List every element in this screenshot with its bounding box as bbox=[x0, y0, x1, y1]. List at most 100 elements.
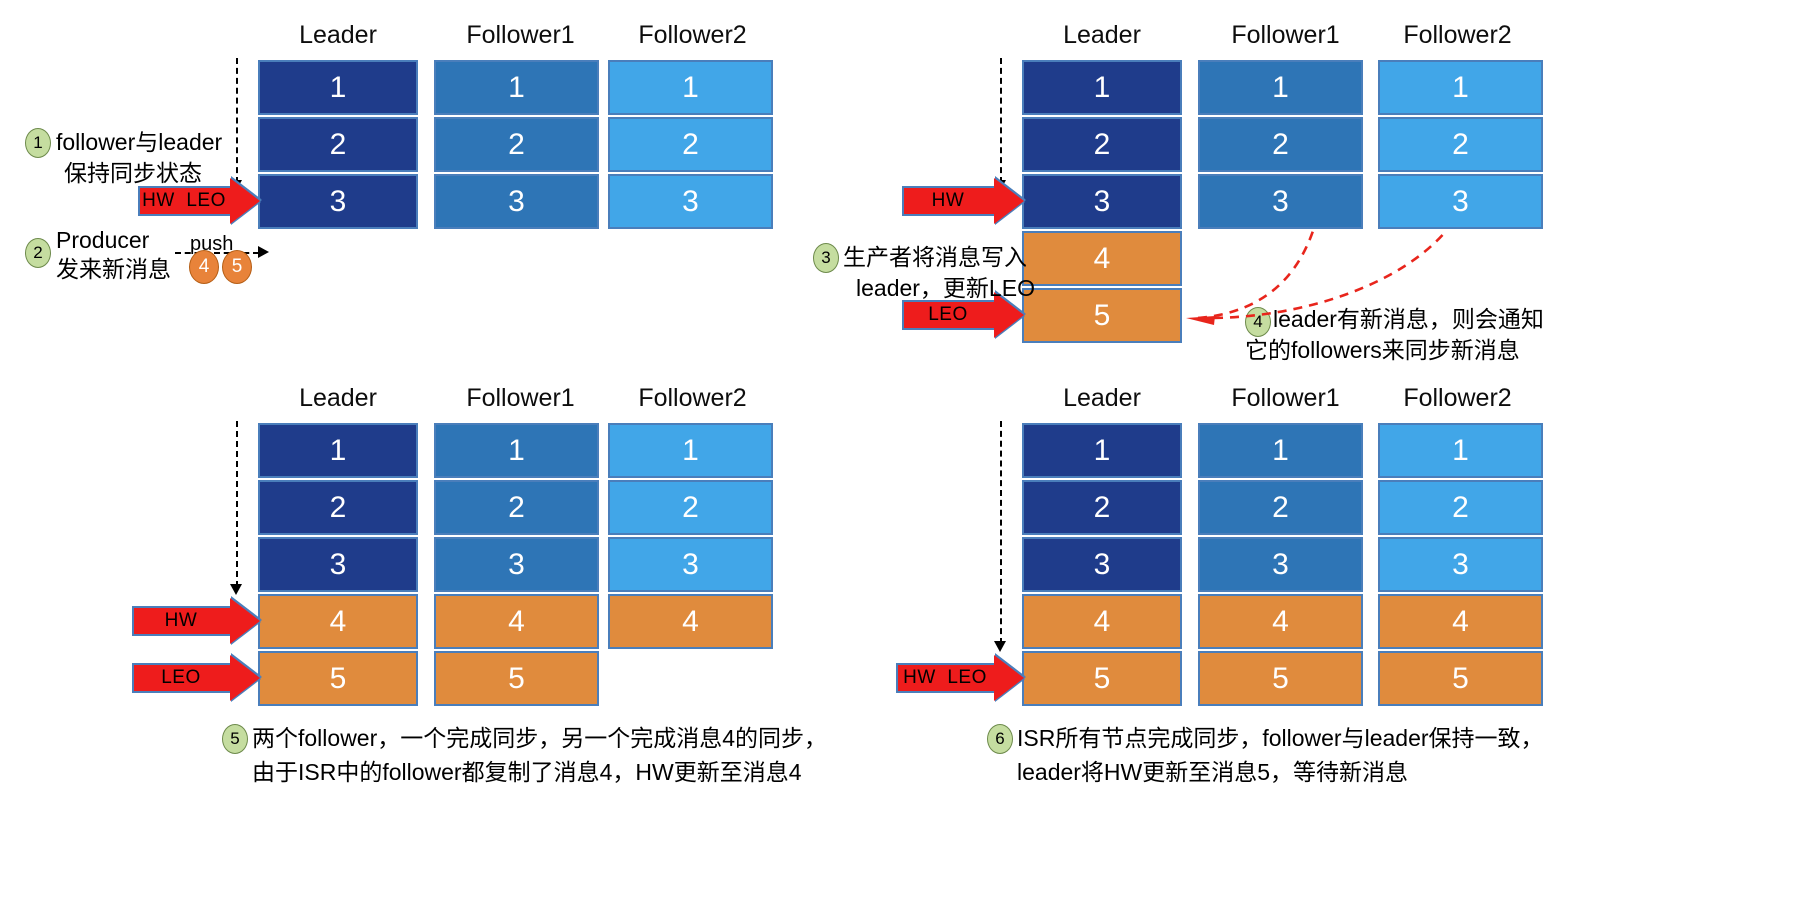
panel-2-step-3-line-1: 生产者将消息写入 bbox=[843, 244, 1027, 270]
panel-3-header-follower1: Follower1 bbox=[466, 384, 575, 412]
panel-2-header-leader: Leader bbox=[1063, 21, 1141, 49]
panel-2-follower2-cell-1: 1 bbox=[1378, 60, 1543, 115]
panel-3-follower2-cell-4: 4 bbox=[608, 594, 773, 649]
panel-4-follower1-cell-1: 1 bbox=[1198, 423, 1363, 478]
panel-4-leader-cell-4: 4 bbox=[1022, 594, 1182, 649]
panel-2-marker-hw: HW bbox=[902, 178, 1024, 224]
panel-1-header-leader: Leader bbox=[299, 21, 377, 49]
panel-3-marker-leo: LEO bbox=[132, 655, 260, 701]
panel-3-caption-line-1: 两个follower，一个完成同步，另一个完成消息4的同步， bbox=[252, 725, 828, 751]
panel-1-leader-cell-1: 1 bbox=[258, 60, 418, 115]
panel-3-follower1-cell-3: 3 bbox=[434, 537, 599, 592]
panel-1-pending-5: 5 bbox=[222, 250, 252, 284]
panel-1-leader-cell-2: 2 bbox=[258, 117, 418, 172]
panel-1-marker-hw-leo: HW LEO bbox=[138, 178, 260, 224]
panel-4-follower2-cell-3: 3 bbox=[1378, 537, 1543, 592]
panel-3-time-guide bbox=[236, 421, 238, 587]
panel-1-step-1-bullet: 1 bbox=[25, 128, 51, 158]
panel-1-step-1-line-1: follower与leader bbox=[56, 129, 223, 155]
panel-1-push-guide bbox=[175, 252, 259, 254]
panel-1-push-guide-arrow bbox=[258, 246, 269, 258]
panel-2-follower2-cell-3: 3 bbox=[1378, 174, 1543, 229]
panel-2-leader-cell-4: 4 bbox=[1022, 231, 1182, 286]
panel-1-time-guide bbox=[236, 58, 238, 183]
panel-3-follower2-cell-3: 3 bbox=[608, 537, 773, 592]
panel-4-time-guide bbox=[1000, 421, 1002, 644]
panel-4-follower2-cell-2: 2 bbox=[1378, 480, 1543, 535]
panel-1-step-2-bullet: 2 bbox=[25, 238, 51, 268]
panel-4-caption-bullet: 6 bbox=[987, 724, 1013, 754]
panel-3-header-follower2: Follower2 bbox=[638, 384, 747, 412]
panel-4-caption-line-1: ISR所有节点完成同步，follower与leader保持一致， bbox=[1017, 725, 1544, 751]
panel-4-follower2-cell-1: 1 bbox=[1378, 423, 1543, 478]
panel-1-marker-hw-leo-label: HW LEO bbox=[142, 190, 226, 211]
panel-1-header-follower1: Follower1 bbox=[466, 21, 575, 49]
panel-2-marker-hw-label: HW bbox=[931, 190, 965, 211]
panel-4-follower1-cell-4: 4 bbox=[1198, 594, 1363, 649]
panel-4-caption-line-2: leader将HW更新至消息5，等待新消息 bbox=[1017, 759, 1409, 785]
panel-4-follower2-cell-5: 5 bbox=[1378, 651, 1543, 706]
panel-3-follower2-cell-2: 2 bbox=[608, 480, 773, 535]
panel-1-follower2-cell-2: 2 bbox=[608, 117, 773, 172]
panel-1-leader-cell-3: 3 bbox=[258, 174, 418, 229]
panel-3-leader-cell-1: 1 bbox=[258, 423, 418, 478]
panel-4-follower1-cell-3: 3 bbox=[1198, 537, 1363, 592]
panel-2-header-follower1: Follower1 bbox=[1231, 21, 1340, 49]
panel-4-time-guide-arrow bbox=[994, 641, 1006, 652]
panel-4-follower1-cell-5: 5 bbox=[1198, 651, 1363, 706]
panel-3-leader-cell-5: 5 bbox=[258, 651, 418, 706]
panel-1-follower2-cell-3: 3 bbox=[608, 174, 773, 229]
panel-3-marker-hw: HW bbox=[132, 598, 260, 644]
panel-3-leader-cell-2: 2 bbox=[258, 480, 418, 535]
panel-1-step-2-line-1: Producer bbox=[56, 227, 150, 253]
panel-3-time-guide-arrow bbox=[230, 584, 242, 595]
panel-2-step-4-bullet: 4 bbox=[1245, 307, 1271, 337]
panel-1-step-1-line-2: 保持同步状态 bbox=[64, 160, 202, 186]
panel-4-leader-cell-1: 1 bbox=[1022, 423, 1182, 478]
panel-3-leader-cell-4: 4 bbox=[258, 594, 418, 649]
panel-4-follower2-cell-4: 4 bbox=[1378, 594, 1543, 649]
panel-3-leader-cell-3: 3 bbox=[258, 537, 418, 592]
panel-2-leader-cell-2: 2 bbox=[1022, 117, 1182, 172]
panel-2-leader-cell-3: 3 bbox=[1022, 174, 1182, 229]
panel-2-follower1-cell-2: 2 bbox=[1198, 117, 1363, 172]
panel-3-caption-line-2: 由于ISR中的follower都复制了消息4，HW更新至消息4 bbox=[252, 759, 802, 785]
panel-2-leader-cell-1: 1 bbox=[1022, 60, 1182, 115]
panel-4-leader-cell-3: 3 bbox=[1022, 537, 1182, 592]
panel-4-header-follower1: Follower1 bbox=[1231, 384, 1340, 412]
panel-3-follower1-cell-5: 5 bbox=[434, 651, 599, 706]
panel-2-follower1-cell-3: 3 bbox=[1198, 174, 1363, 229]
panel-4-leader-cell-5: 5 bbox=[1022, 651, 1182, 706]
panel-2-step-3-bullet: 3 bbox=[813, 243, 839, 273]
panel-1-follower1-cell-2: 2 bbox=[434, 117, 599, 172]
panel-4-leader-cell-2: 2 bbox=[1022, 480, 1182, 535]
panel-2-step-4-line-1: leader有新消息，则会通知 bbox=[1273, 306, 1544, 332]
panel-2-step-4-line-2: 它的followers来同步新消息 bbox=[1245, 337, 1520, 363]
panel-3-follower2-cell-1: 1 bbox=[608, 423, 773, 478]
panel-1-follower1-cell-1: 1 bbox=[434, 60, 599, 115]
panel-3-follower1-cell-4: 4 bbox=[434, 594, 599, 649]
panel-2-follower1-cell-1: 1 bbox=[1198, 60, 1363, 115]
panel-1-follower1-cell-3: 3 bbox=[434, 174, 599, 229]
panel-2-marker-leo-label: LEO bbox=[928, 304, 968, 325]
panel-1-follower2-cell-1: 1 bbox=[608, 60, 773, 115]
panel-4-follower1-cell-2: 2 bbox=[1198, 480, 1363, 535]
panel-4-header-leader: Leader bbox=[1063, 384, 1141, 412]
panel-2-leader-cell-5: 5 bbox=[1022, 288, 1182, 343]
panel-4-header-follower2: Follower2 bbox=[1403, 384, 1512, 412]
panel-1-push-label: push bbox=[190, 233, 234, 255]
panel-3-follower1-cell-2: 2 bbox=[434, 480, 599, 535]
panel-2-marker-leo: LEO bbox=[902, 292, 1024, 338]
panel-1-step-2-line-2: 发来新消息 bbox=[56, 256, 171, 282]
panel-1-pending-4: 4 bbox=[189, 250, 219, 284]
panel-4-marker-hw-leo: HW LEO bbox=[896, 655, 1024, 701]
panel-2-header-follower2: Follower2 bbox=[1403, 21, 1512, 49]
panel-4-marker-hw-leo-label: HW LEO bbox=[903, 667, 987, 688]
panel-2-follower2-cell-2: 2 bbox=[1378, 117, 1543, 172]
panel-3-header-leader: Leader bbox=[299, 384, 377, 412]
panel-2-time-guide bbox=[1000, 58, 1002, 183]
panel-3-caption-bullet: 5 bbox=[222, 724, 248, 754]
panel-3-follower1-cell-1: 1 bbox=[434, 423, 599, 478]
panel-2-step-3-line-2: leader，更新LEO bbox=[856, 275, 1035, 301]
